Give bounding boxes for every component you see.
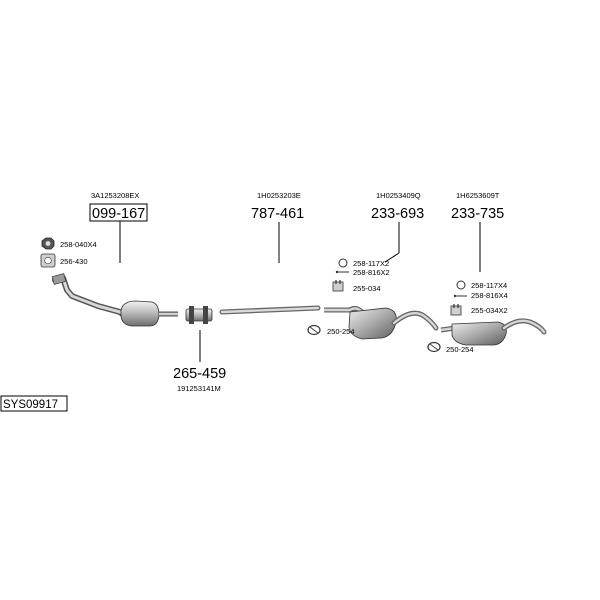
bolt-icon: [335, 270, 349, 274]
diagram-id: SYS09917: [0, 395, 68, 412]
hanger-icon: [332, 280, 344, 292]
accessory-label: 255-034X2: [471, 306, 508, 315]
silencer-icon: [324, 305, 439, 340]
bolt-icon: [453, 294, 467, 298]
oem-number: 1H0253409Q: [376, 191, 421, 200]
accessory-label: 258-117X2: [353, 259, 389, 268]
part-group-099-167: 3A1253208EX 099-167 258-040X4 256-430: [40, 191, 178, 327]
ring-icon: [427, 341, 441, 353]
accessory-label: 250-254: [446, 345, 474, 354]
accessory-label: 258-816X2: [353, 268, 390, 277]
accessory-label: 258-816X4: [471, 291, 508, 300]
pipe-icon: [219, 305, 321, 315]
part-number[interactable]: 099-167: [92, 206, 145, 222]
part-group-233-735: 1H6253609T 233-735 258-117X4 258-816X4 2…: [427, 191, 547, 354]
part-number-box[interactable]: [89, 203, 148, 222]
part-group-787-461: 1H0253203E 787-461: [219, 191, 321, 315]
accessory-label: 250-254: [327, 327, 355, 336]
catalytic-converter-icon: [51, 273, 178, 327]
accessory-label: 255-034: [353, 284, 381, 293]
clamp-sleeve-icon: [185, 306, 213, 324]
hanger-icon: [450, 304, 462, 316]
leader-line: [384, 252, 400, 263]
clamp-ring-icon: [456, 280, 466, 290]
part-number[interactable]: 265-459: [173, 366, 226, 382]
accessory-label: 258-040X4: [60, 240, 97, 249]
oem-number: 191253141M: [177, 384, 221, 393]
rear-silencer-icon: [440, 318, 547, 346]
oem-number: 1H0253203E: [257, 191, 301, 200]
nut-icon: [41, 237, 55, 250]
oem-number: 3A1253208EX: [91, 191, 139, 200]
gasket-icon: [40, 253, 56, 268]
part-group-233-693: 1H0253409Q 233-693 258-117X2 258-816X2 2…: [307, 191, 439, 340]
part-group-265-459: 265-459 191253141M: [173, 306, 226, 393]
oem-number: 1H6253609T: [456, 191, 500, 200]
clamp-ring-icon: [338, 258, 348, 268]
part-number[interactable]: 787-461: [251, 206, 304, 222]
accessory-label: 258-117X4: [471, 281, 507, 290]
ring-icon: [307, 324, 321, 336]
accessory-label: 256-430: [60, 257, 88, 266]
part-number[interactable]: 233-735: [451, 206, 504, 222]
diagram-id-label: SYS09917: [3, 399, 58, 411]
part-number[interactable]: 233-693: [371, 206, 424, 222]
